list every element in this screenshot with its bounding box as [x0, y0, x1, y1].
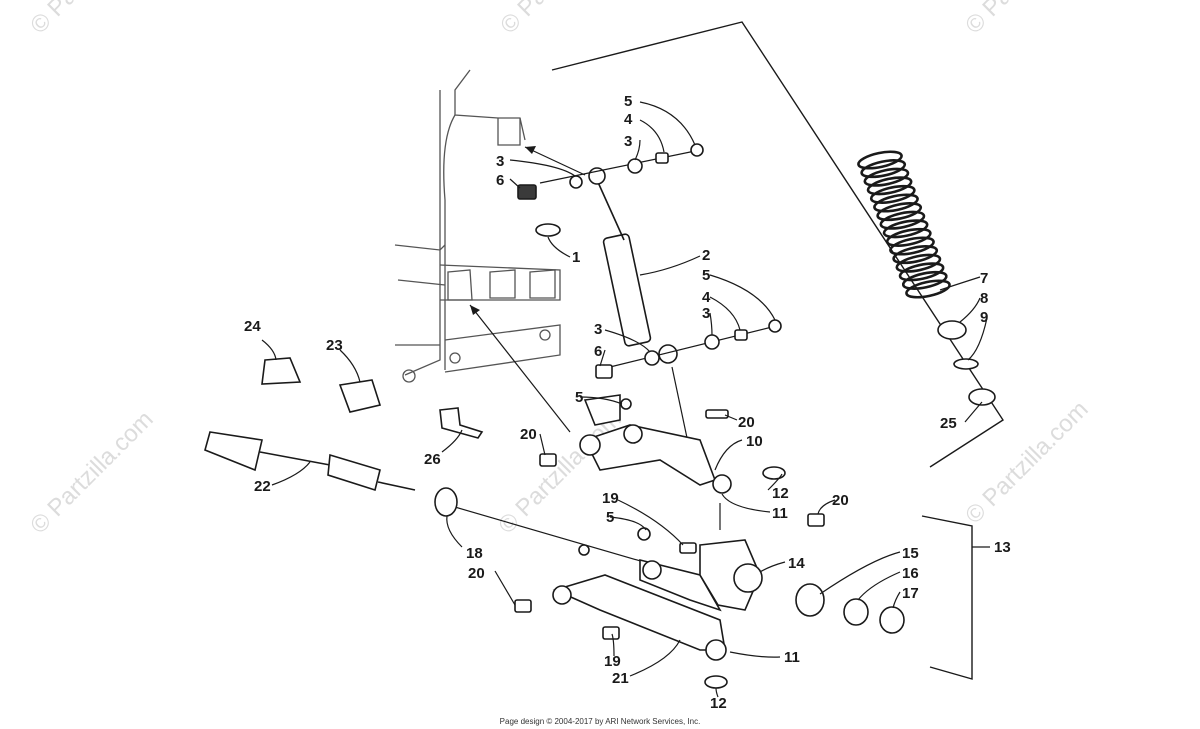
spring-coil-turn	[879, 210, 926, 230]
watermark-left: © Partzilla.com	[25, 406, 158, 539]
callout-24: 24	[244, 318, 261, 335]
callout-25: 25	[940, 415, 957, 432]
callout-16: 16	[902, 565, 919, 582]
spring-coil-turn	[866, 176, 913, 196]
callout-labels: 1 2 3 3 3 3 4 4 5 5 5 5 6 6 7 8 9 10 11 …	[244, 93, 1011, 712]
callout-10: 10	[746, 433, 763, 450]
callout-11-a: 11	[772, 505, 788, 522]
callout-5-d: 5	[606, 509, 614, 526]
callout-20-d: 20	[468, 565, 485, 582]
callout-1: 1	[572, 249, 580, 266]
callout-7: 7	[980, 270, 988, 287]
page-footer-copyright: Page design © 2004-2017 by ARI Network S…	[499, 717, 701, 726]
callout-5-b: 5	[702, 267, 710, 284]
coil-spring	[857, 150, 951, 299]
callout-20-b: 20	[520, 426, 537, 443]
callout-leaders	[261, 101, 990, 698]
callout-8: 8	[980, 290, 988, 307]
callout-4-a: 4	[624, 111, 633, 128]
spring-coil-turn	[901, 270, 948, 290]
callout-26: 26	[424, 451, 441, 468]
watermark-top-right: © Partzilla.com	[960, 0, 1093, 39]
spring-coil-turn	[892, 245, 939, 265]
callout-22: 22	[254, 478, 271, 495]
spring-coil-turn	[882, 219, 929, 239]
callout-6-b: 6	[594, 343, 602, 360]
spring-coil-turn	[895, 253, 942, 273]
shock-assembly-box	[551, 21, 1004, 468]
callout-19-b: 19	[604, 653, 621, 670]
callout-17: 17	[902, 585, 919, 602]
vehicle-frame	[394, 69, 561, 383]
callout-18: 18	[466, 545, 483, 562]
callout-3-d: 3	[594, 321, 602, 338]
spring-coil-turn	[905, 279, 951, 299]
spring-coil-turn	[898, 262, 945, 282]
lower-mount-hardware	[595, 319, 782, 379]
shock-absorber	[539, 149, 781, 368]
cv-boots	[261, 357, 484, 439]
watermark-top-center: © Partzilla.com	[495, 0, 628, 39]
callout-9: 9	[980, 309, 988, 326]
hub-bearing	[795, 583, 905, 634]
callout-3-b: 3	[496, 153, 504, 170]
callout-6-a: 6	[496, 172, 504, 189]
spring-coil-turn	[889, 236, 935, 256]
upper-a-arm	[539, 394, 786, 494]
callout-4-b: 4	[702, 289, 711, 306]
callout-12-a: 12	[772, 485, 789, 502]
callout-20-c: 20	[832, 492, 849, 509]
spring-coil-turn	[863, 167, 910, 187]
watermark-right: © Partzilla.com	[960, 396, 1093, 529]
callout-11-b: 11	[784, 649, 800, 666]
spring-coil-turn	[860, 159, 907, 179]
callout-23: 23	[326, 337, 343, 354]
callout-14: 14	[788, 555, 805, 572]
callout-5-a: 5	[624, 93, 632, 110]
callout-19-a: 19	[602, 490, 619, 507]
hub-assembly-bracket	[921, 515, 973, 680]
callout-13: 13	[994, 539, 1011, 556]
callout-3-a: 3	[624, 133, 632, 150]
callout-5-c: 5	[575, 389, 583, 406]
spring-coil-turn	[876, 202, 923, 222]
callout-20-a: 20	[738, 414, 755, 431]
watermark-corner: © Pa	[25, 0, 83, 39]
steering-knuckle	[578, 398, 825, 611]
callout-21: 21	[612, 670, 629, 687]
drive-axle	[204, 431, 458, 517]
spring-coil-turn	[857, 150, 903, 170]
lower-a-arm	[514, 558, 728, 689]
callout-2: 2	[702, 247, 710, 264]
spring-coil-turn	[885, 227, 932, 247]
callout-3-c: 3	[702, 305, 710, 322]
spring-coil-turn	[873, 193, 919, 213]
upper-mount-hardware	[517, 143, 704, 237]
assembly-arrows	[447, 146, 741, 591]
callout-12-b: 12	[710, 695, 727, 712]
spring-coil-turn	[869, 184, 916, 204]
callout-15: 15	[902, 545, 919, 562]
spring-hardware	[937, 320, 996, 406]
